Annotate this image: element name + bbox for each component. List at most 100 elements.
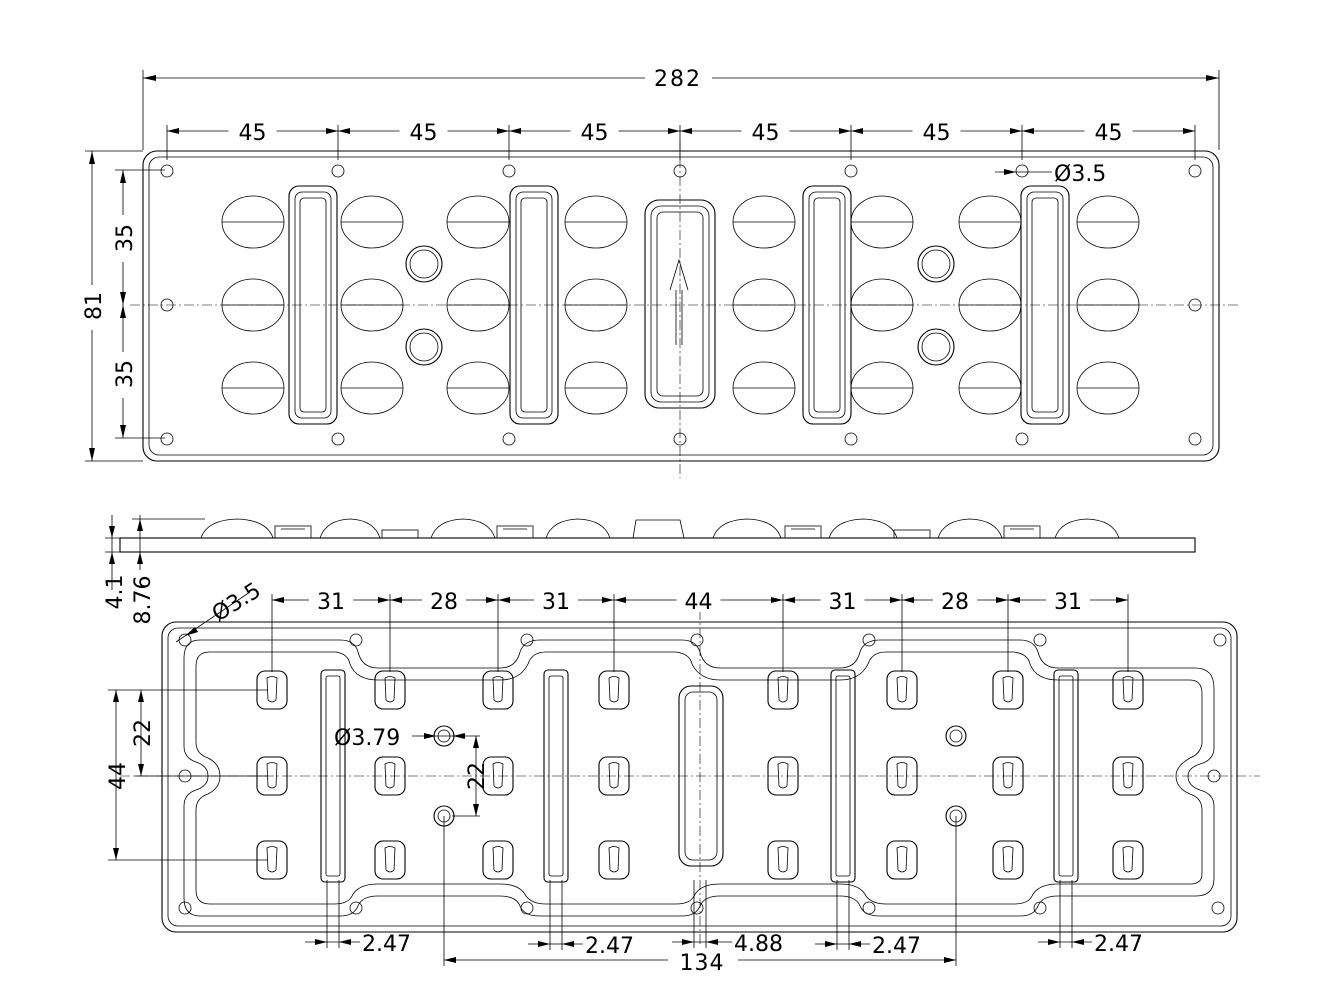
dim-bottom-corner-hole: Ø3.5 — [208, 578, 266, 627]
dim-pitch-label: 28 — [430, 590, 458, 615]
dim-label-bg — [912, 119, 961, 143]
dim-arrowhead — [902, 597, 914, 603]
dim-arrowhead — [1008, 597, 1020, 603]
bottom-outline-inner — [167, 627, 1232, 927]
top-lens-array — [221, 195, 1140, 415]
side-lens-profile — [712, 518, 782, 539]
side-base-plate — [119, 537, 1196, 553]
top-outline-outer — [142, 150, 1220, 462]
dim-pitch-label: 31 — [317, 590, 345, 615]
mount-hole — [502, 164, 516, 178]
mount-hole — [160, 164, 174, 178]
channel-outer — [509, 185, 559, 425]
mount-hole — [844, 432, 858, 446]
mount-hole — [349, 901, 363, 915]
side-lens-profile — [545, 518, 611, 539]
led-pocket-inner — [608, 676, 620, 703]
side-lens-profile — [430, 518, 496, 539]
dim-arrowhead — [167, 128, 179, 134]
mount-hole — [160, 298, 174, 312]
dim-arrowhead — [680, 128, 692, 134]
dim-rib-width-label: 2.47 — [872, 934, 921, 959]
dim-arrowhead — [602, 597, 614, 603]
bottom-gasket-frame-inner — [195, 651, 1203, 905]
led-pocket-inner — [384, 846, 396, 873]
led-pocket-inner — [896, 676, 908, 703]
mount-hole — [1213, 633, 1227, 647]
dim-base-thickness: 4.1 — [103, 575, 128, 610]
side-boss-profile — [893, 529, 931, 539]
dim-pitch-label: 45 — [752, 121, 780, 146]
rib-outer — [1053, 669, 1079, 883]
rib-outer — [543, 669, 569, 883]
side-channel-profile — [496, 525, 534, 539]
dim-pitch-label: 45 — [239, 121, 267, 146]
direction-arrow-icon — [669, 258, 689, 345]
led-pocket-inner — [1002, 676, 1014, 703]
led-pocket — [886, 756, 918, 796]
top-channels — [288, 185, 1070, 425]
dim-arrowhead — [825, 941, 837, 947]
dim-label-bg — [534, 588, 578, 612]
side-center-profile — [632, 519, 685, 539]
dim-arrowhead — [390, 597, 402, 603]
channel-mid — [1026, 191, 1064, 419]
center-rib-outer — [678, 685, 724, 867]
locator-pin-inner — [949, 729, 963, 743]
dim-arrowhead — [839, 128, 851, 134]
bottom-ribs — [320, 669, 1079, 883]
led-pocket-inner — [1002, 846, 1014, 873]
dim-rib-width-label: 2.47 — [362, 932, 411, 957]
boss-inner — [409, 249, 439, 279]
dim-label-bg — [933, 588, 977, 612]
led-pocket-inner — [266, 676, 278, 703]
bottom-outline-outer — [161, 621, 1238, 933]
mount-hole — [1015, 432, 1029, 446]
top-outline-inner — [148, 156, 1214, 456]
mount-hole — [1211, 901, 1225, 915]
dim-pin-spacing: 22 — [465, 762, 490, 790]
side-channel-profile — [1003, 525, 1041, 539]
dim-arrowhead — [783, 597, 795, 603]
led-pocket — [374, 840, 406, 880]
mount-hole — [673, 164, 687, 178]
channel-inner — [813, 197, 841, 413]
dim-label-bg — [1084, 119, 1133, 143]
mount-hole — [1207, 769, 1221, 783]
dim-arrowhead — [682, 939, 694, 945]
side-lens-profile — [319, 518, 381, 539]
boss-inner — [409, 332, 439, 362]
locator-pin — [945, 725, 967, 747]
rib-inner — [835, 675, 851, 877]
dim-top-hole-diameter: Ø3.5 — [1054, 162, 1106, 187]
dim-label-bg — [741, 119, 790, 143]
mount-hole — [349, 633, 363, 647]
bottom-mount-holes — [178, 633, 1227, 915]
dim-arrowhead — [614, 597, 626, 603]
led-pocket-inner — [266, 846, 278, 873]
led-pocket-inner — [777, 676, 789, 703]
led-pocket — [598, 840, 630, 880]
dim-arrowhead — [509, 128, 521, 134]
led-pocket — [886, 840, 918, 880]
dim-rib-width-label: 2.47 — [585, 934, 634, 959]
center-channel-mid — [650, 205, 710, 403]
dim-pin-diameter: Ø3.79 — [334, 726, 400, 751]
led-pocket-inner — [384, 762, 396, 789]
mount-hole — [844, 164, 858, 178]
dim-arrowhead — [562, 941, 574, 947]
dim-pitch-label: 28 — [941, 590, 969, 615]
dim-label-bg — [676, 588, 721, 612]
dim-arrowhead — [338, 128, 350, 134]
led-pocket-inner — [777, 762, 789, 789]
led-pocket — [482, 840, 514, 880]
channel-mid — [808, 191, 846, 419]
boss-inner — [921, 332, 951, 362]
rib-inner — [325, 675, 341, 877]
dim-arrowhead — [339, 939, 351, 945]
led-pocket-inner — [1122, 846, 1134, 873]
dim-arrowhead — [538, 941, 550, 947]
mount-hole — [331, 432, 345, 446]
